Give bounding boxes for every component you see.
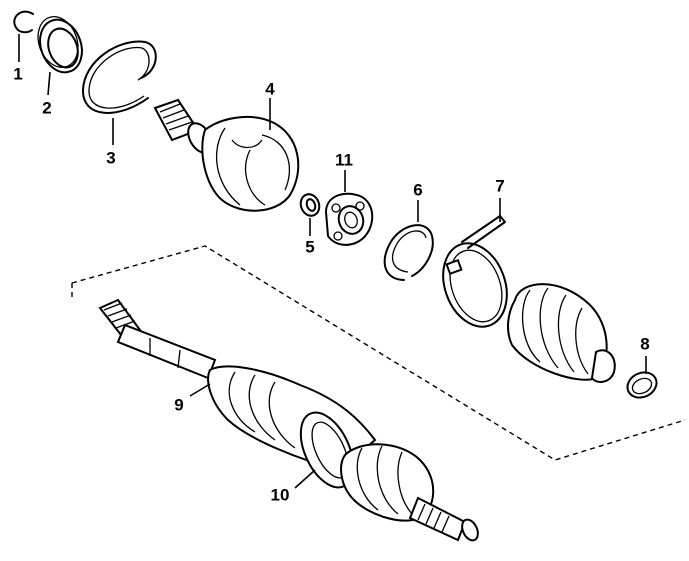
outer-boot: [507, 283, 616, 383]
callout-7: 7: [495, 176, 505, 196]
callout-10: 10: [270, 485, 290, 505]
part-1-circlip: [13, 10, 34, 62]
callout-5: 5: [305, 237, 315, 257]
callout-11: 11: [335, 150, 353, 170]
part-2-seal: [37, 16, 83, 96]
part-5-snap-ring-small: [299, 193, 321, 236]
axle-shaft-assembly: [98, 298, 479, 542]
part-6-snap-ring: [383, 200, 434, 281]
part-11-inner-race: [324, 170, 374, 246]
callout-3: 3: [106, 148, 116, 168]
callout-2: 2: [42, 98, 52, 118]
callout-8: 8: [640, 334, 650, 354]
part-7-clamp-band: [442, 198, 508, 328]
part-4-outer-cv-joint: [153, 98, 300, 212]
callout-6: 6: [413, 180, 423, 200]
assembly-boundary: [71, 245, 686, 461]
part-3-snap-ring: [81, 40, 157, 145]
callout-4: 4: [265, 79, 275, 99]
callout-1: 1: [13, 64, 23, 84]
part-8-small-clamp: [626, 356, 658, 399]
callout-9: 9: [174, 395, 184, 415]
